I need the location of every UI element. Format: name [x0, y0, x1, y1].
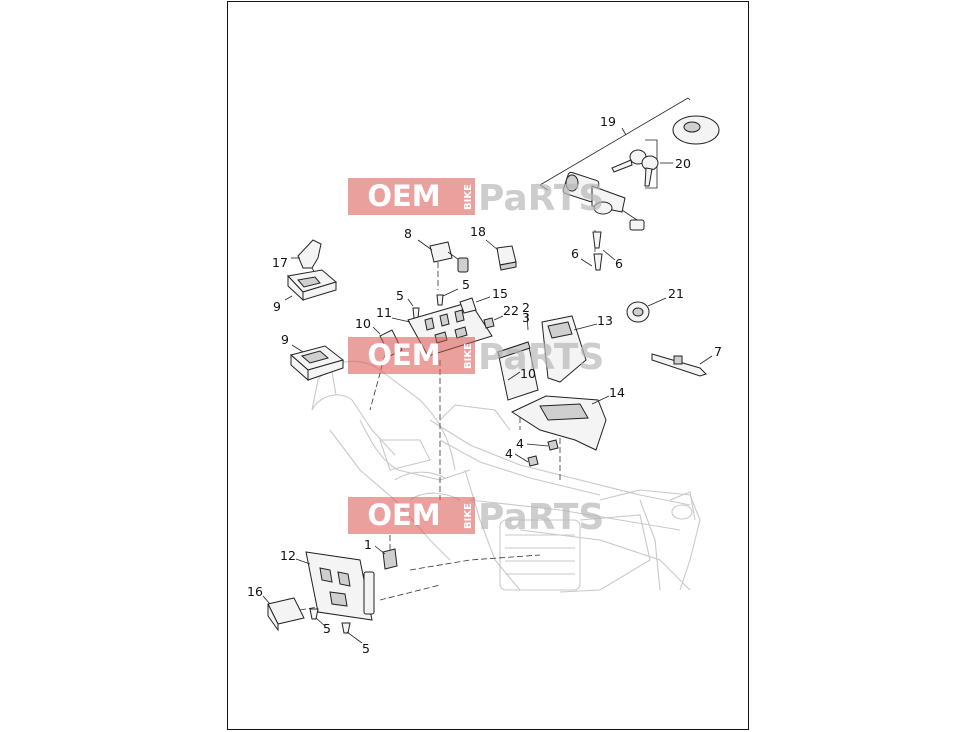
watermark-middle: OEM BIKE PaRTS	[348, 337, 604, 378]
callout-3: 3	[522, 310, 530, 325]
callout-4b: 4	[505, 446, 513, 461]
module-9-lower	[289, 345, 345, 382]
callout-14: 14	[609, 385, 625, 400]
callout-10a: 10	[355, 316, 371, 331]
svg-text:PaRTS: PaRTS	[478, 337, 604, 378]
label-1	[382, 548, 398, 570]
callout-6b: 6	[615, 256, 623, 271]
svg-text:OEM: OEM	[367, 338, 440, 372]
svg-text:BIKE: BIKE	[463, 503, 474, 529]
callout-2: 2	[522, 300, 530, 315]
svg-text:OEM: OEM	[367, 179, 440, 213]
callout-5d: 5	[362, 641, 370, 656]
callout-4a: 4	[516, 436, 524, 451]
callout-12: 12	[280, 548, 296, 563]
svg-text:BIKE: BIKE	[463, 343, 474, 369]
callout-10b: 10	[520, 366, 536, 381]
motorcycle-frame-outline	[311, 359, 701, 593]
svg-text:PaRTS: PaRTS	[478, 497, 604, 538]
lower-plate-12	[305, 551, 375, 621]
callout-15: 15	[492, 286, 508, 301]
callout-numbers: 19 20 6 6 17 9 8 18 5 5 15 11 22 2 3 10 …	[247, 114, 722, 656]
tray-14	[510, 395, 607, 451]
screws-5-upper	[412, 294, 444, 319]
callout-7: 7	[714, 344, 722, 359]
fasteners-4	[527, 439, 559, 467]
relay-18	[496, 245, 517, 271]
svg-text:OEM: OEM	[367, 498, 440, 532]
callout-13: 13	[597, 313, 613, 328]
module-9-upper	[287, 269, 338, 302]
screws-6	[592, 231, 603, 271]
watermark-top: OEM BIKE PaRTS	[348, 178, 604, 219]
callout-1: 1	[364, 537, 372, 552]
wire-7	[651, 353, 707, 377]
bracket-17	[297, 239, 322, 274]
screws-5-lower	[309, 608, 351, 634]
callout-21: 21	[668, 286, 684, 301]
watermark-bottom: OEM BIKE PaRTS	[348, 497, 604, 538]
callout-17: 17	[272, 255, 288, 270]
cover-13	[541, 315, 587, 383]
cover-2-3	[497, 341, 539, 401]
callout-22: 22	[503, 303, 519, 318]
clip-22	[483, 317, 495, 329]
svg-text:PaRTS: PaRTS	[478, 178, 604, 219]
callout-5c: 5	[323, 621, 331, 636]
callout-8: 8	[404, 226, 412, 241]
callout-20: 20	[675, 156, 691, 171]
ignition-keys	[611, 139, 659, 189]
callout-5b: 5	[462, 277, 470, 292]
callout-11: 11	[376, 305, 392, 320]
callout-18: 18	[470, 224, 486, 239]
leader-lines	[262, 127, 713, 644]
clip-15	[459, 297, 477, 314]
callout-9a: 9	[273, 299, 281, 314]
relay-8	[429, 241, 469, 273]
callout-9b: 9	[281, 332, 289, 347]
callout-19: 19	[600, 114, 616, 129]
callout-5a: 5	[396, 288, 404, 303]
module-16	[267, 597, 305, 632]
horn-21	[626, 301, 650, 323]
callout-6a: 6	[571, 246, 579, 261]
callout-16: 16	[247, 584, 263, 599]
ignition-switch-assembly	[539, 97, 720, 231]
svg-text:BIKE: BIKE	[463, 184, 474, 210]
